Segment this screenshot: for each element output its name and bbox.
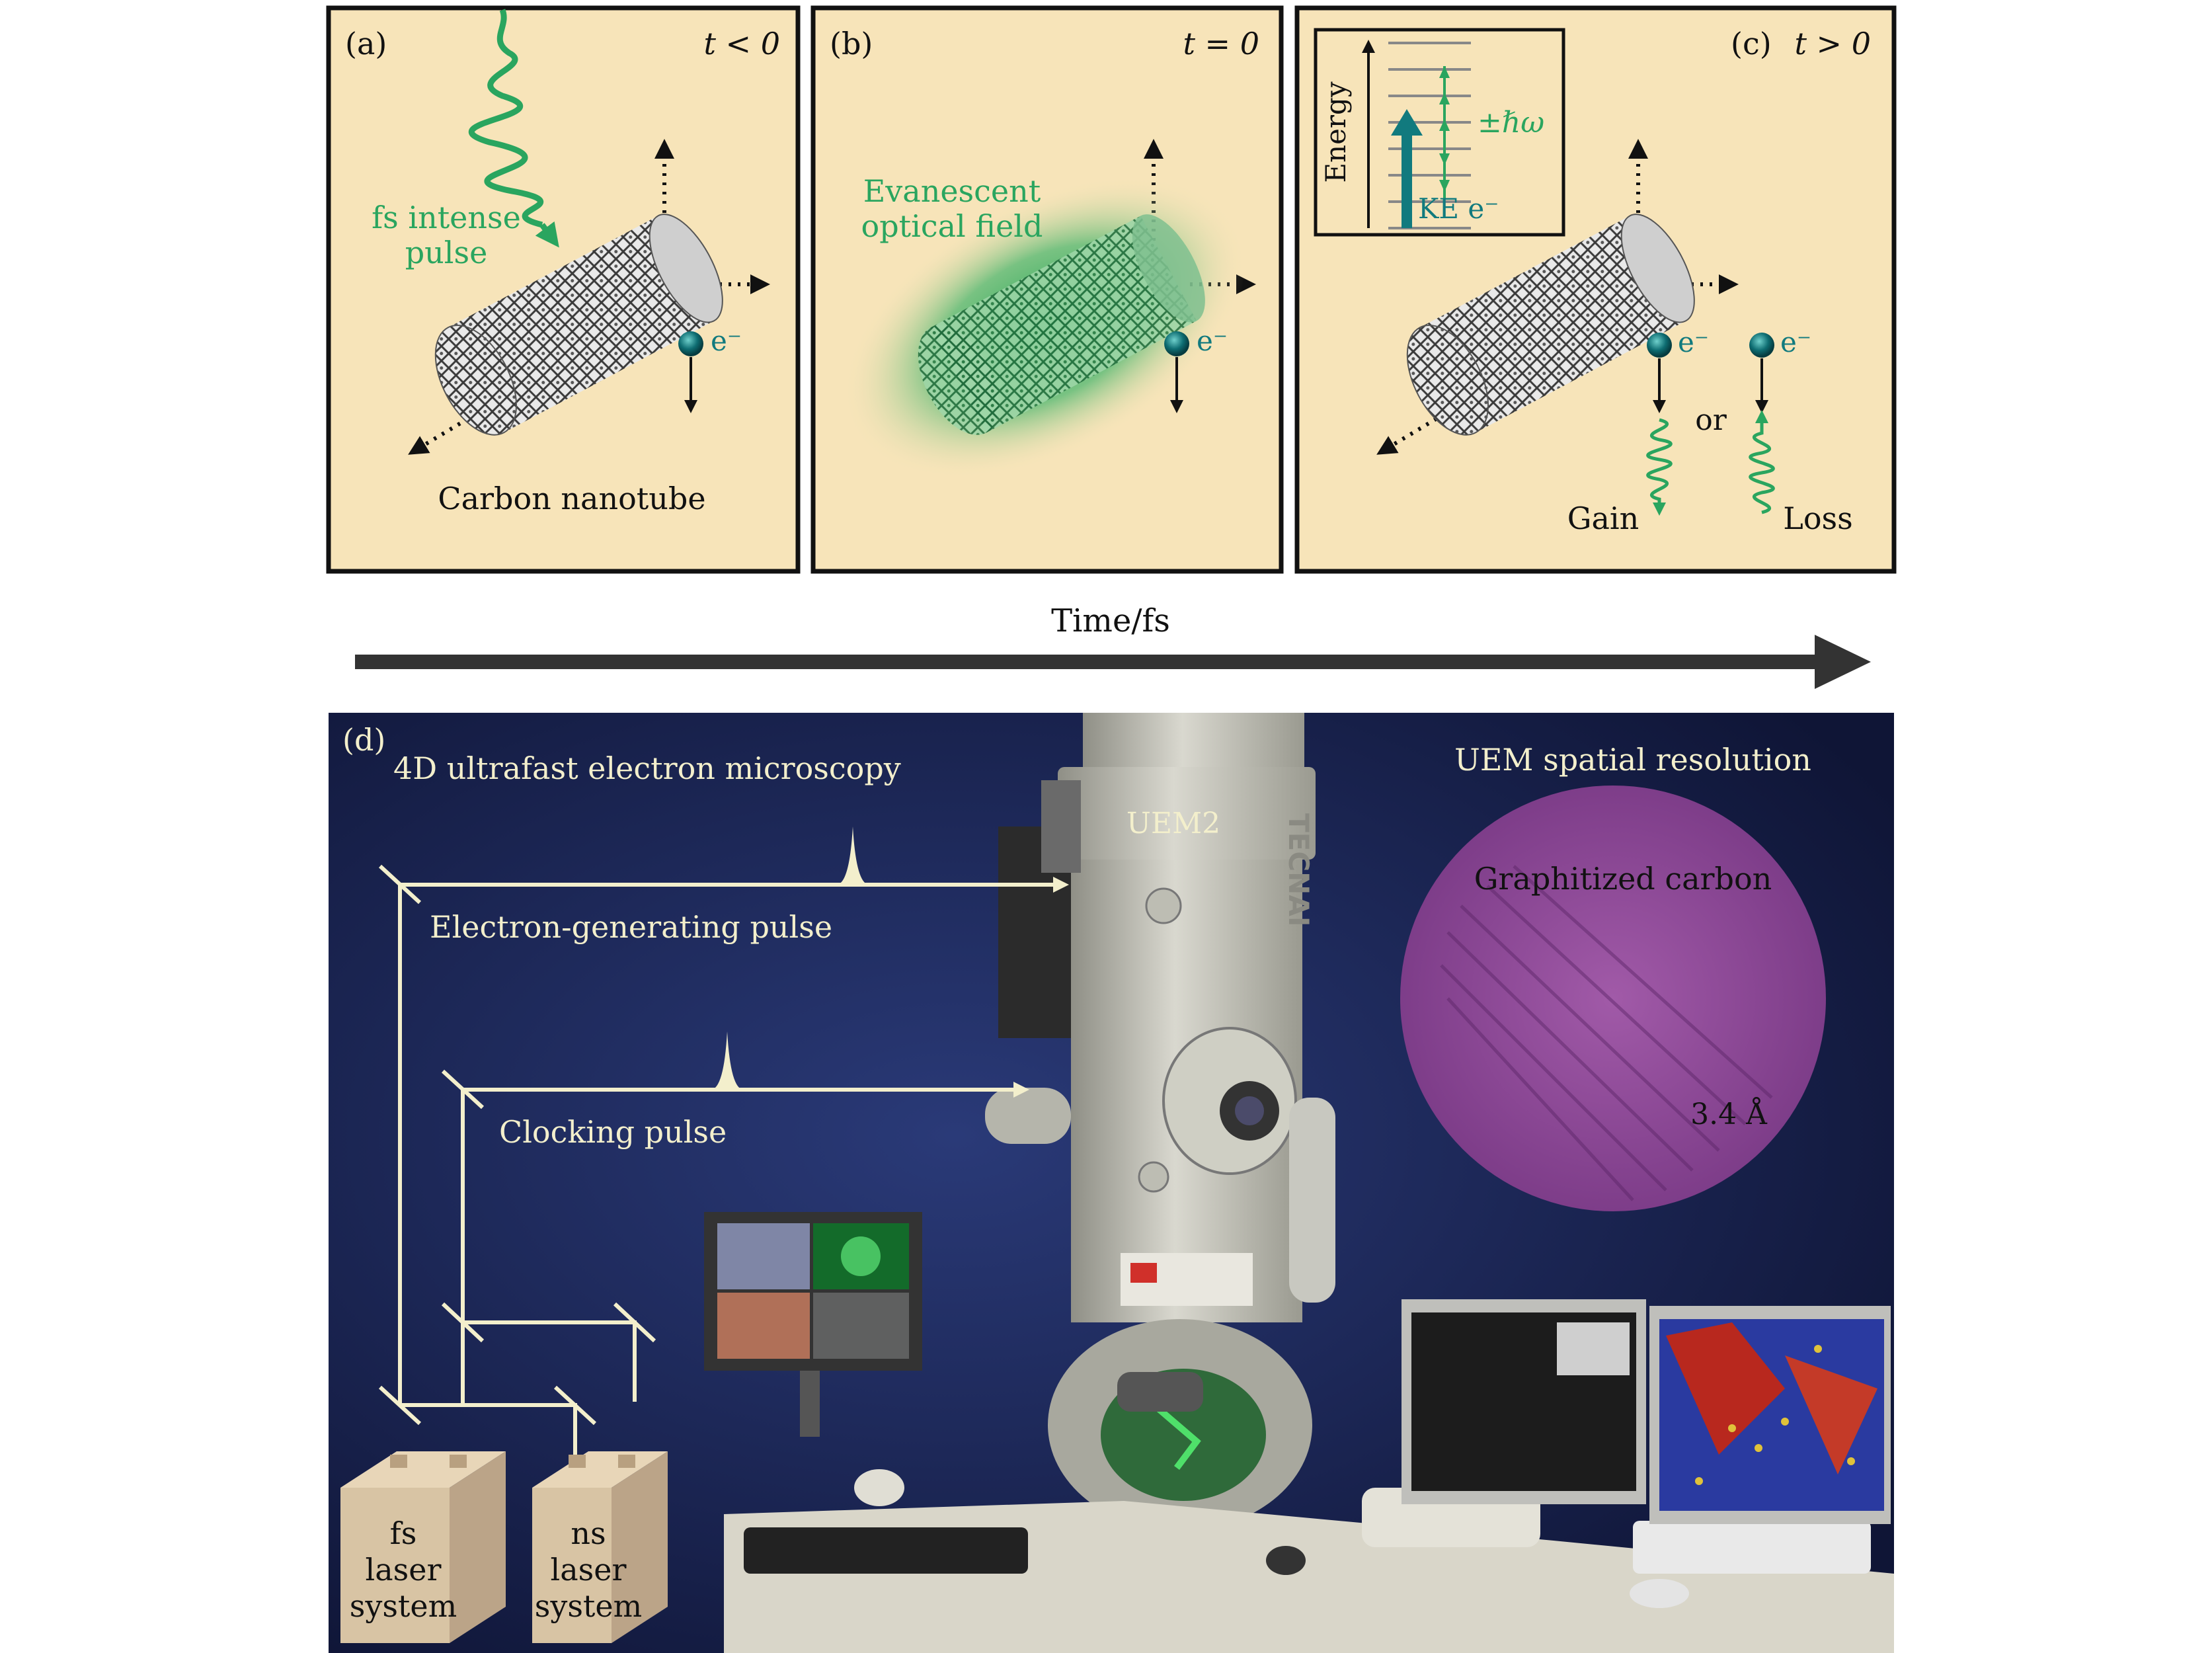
panel-c-label: (c) (1731, 26, 1772, 61)
electron-icon (678, 331, 703, 356)
panel-a-label: (a) (345, 26, 387, 61)
loss-photon-icon (1749, 410, 1775, 514)
monitor-icon (704, 1212, 922, 1437)
electron-label-b: e⁻ (1197, 325, 1228, 357)
electron-label-c1: e⁻ (1678, 326, 1709, 358)
carbon-nanotube-icon (918, 214, 1205, 435)
resolution-title: UEM spatial resolution (1454, 742, 1811, 778)
microscope-icon: TECNAI (985, 713, 1335, 1531)
fs-laser-label-3: system (350, 1588, 457, 1624)
timeline: Time/fs (355, 602, 1871, 689)
field-label-2: optical field (861, 208, 1043, 244)
panel-b: (b) t = 0 Evanescent optical field e⁻ (810, 5, 1284, 574)
panel-a-time: t < 0 (703, 26, 780, 61)
brand-label: TECNAI (1283, 813, 1315, 926)
fs-laser-box: fs laser system (340, 1451, 506, 1643)
electron-label-a: e⁻ (711, 325, 742, 357)
fs-laser-label-1: fs (390, 1515, 417, 1551)
electron-pulse-label: Electron-generating pulse (430, 909, 832, 945)
beam-paths (378, 864, 1069, 1455)
panel-c: (c) t > 0 Energy (1294, 5, 1897, 574)
keyboard-icon (1633, 1521, 1871, 1574)
fs-pulse-label-2: pulse (405, 235, 488, 270)
field-label-1: Evanescent (863, 173, 1041, 209)
timeline-arrow-head (1815, 635, 1871, 689)
resolution-value-label: 3.4 Å (1690, 1096, 1768, 1131)
panel-a: (a) t < 0 fs intense pulse e⁻ Carbon nan… (326, 5, 801, 574)
inset-ke-label: KE e⁻ (1418, 192, 1499, 225)
fs-laser-label-2: laser (366, 1552, 442, 1588)
gain-label: Gain (1567, 501, 1639, 536)
microscope-label: UEM2 (1126, 807, 1220, 840)
resolution-image: Graphitized carbon 3.4 Å (1400, 786, 1826, 1211)
loss-label: Loss (1783, 501, 1852, 536)
electron-label-c2: e⁻ (1780, 326, 1811, 358)
fs-pulse-label-1: fs intense (372, 200, 521, 235)
keyboard-icon (744, 1527, 1028, 1574)
ns-laser-label-2: laser (551, 1552, 627, 1588)
gain-photon-icon (1646, 418, 1673, 516)
or-label: or (1695, 403, 1727, 437)
inset-energy-axis: Energy (1320, 81, 1352, 183)
electron-icon (1749, 333, 1774, 358)
panel-d-title: 4D ultrafast electron microscopy (393, 750, 901, 786)
electron-icon (1647, 333, 1672, 358)
ns-laser-label-1: ns (571, 1515, 606, 1551)
panel-d: TECNAI (329, 713, 1894, 1653)
clocking-pulse-label: Clocking pulse (499, 1114, 727, 1150)
resolution-sample-label: Graphitized carbon (1474, 861, 1772, 897)
panel-d-label: (d) (342, 722, 385, 758)
monitor-icon (1402, 1299, 1646, 1504)
electron-icon (1164, 331, 1189, 356)
panel-c-time: t > 0 (1794, 26, 1871, 61)
fs-pulse-icon (468, 9, 543, 228)
timeline-label: Time/fs (1051, 602, 1170, 639)
clocking-pulse-peak (711, 1031, 744, 1090)
panel-b-time: t = 0 (1183, 26, 1259, 61)
monitor-icon (1649, 1306, 1891, 1524)
fs-pulse-arrow (535, 221, 559, 248)
ns-laser-label-3: system (535, 1588, 643, 1624)
inset-photon-label: ±ℏω (1478, 106, 1544, 140)
electron-pulse-peak (836, 826, 869, 885)
carbon-nanotube-icon (1406, 214, 1695, 436)
energy-inset: Energy ±ℏω KE e⁻ (1314, 28, 1565, 237)
ns-laser-box: ns laser system (532, 1451, 668, 1643)
panel-b-label: (b) (830, 26, 873, 61)
carbon-nanotube-icon (434, 214, 723, 436)
nanotube-caption: Carbon nanotube (438, 481, 705, 516)
